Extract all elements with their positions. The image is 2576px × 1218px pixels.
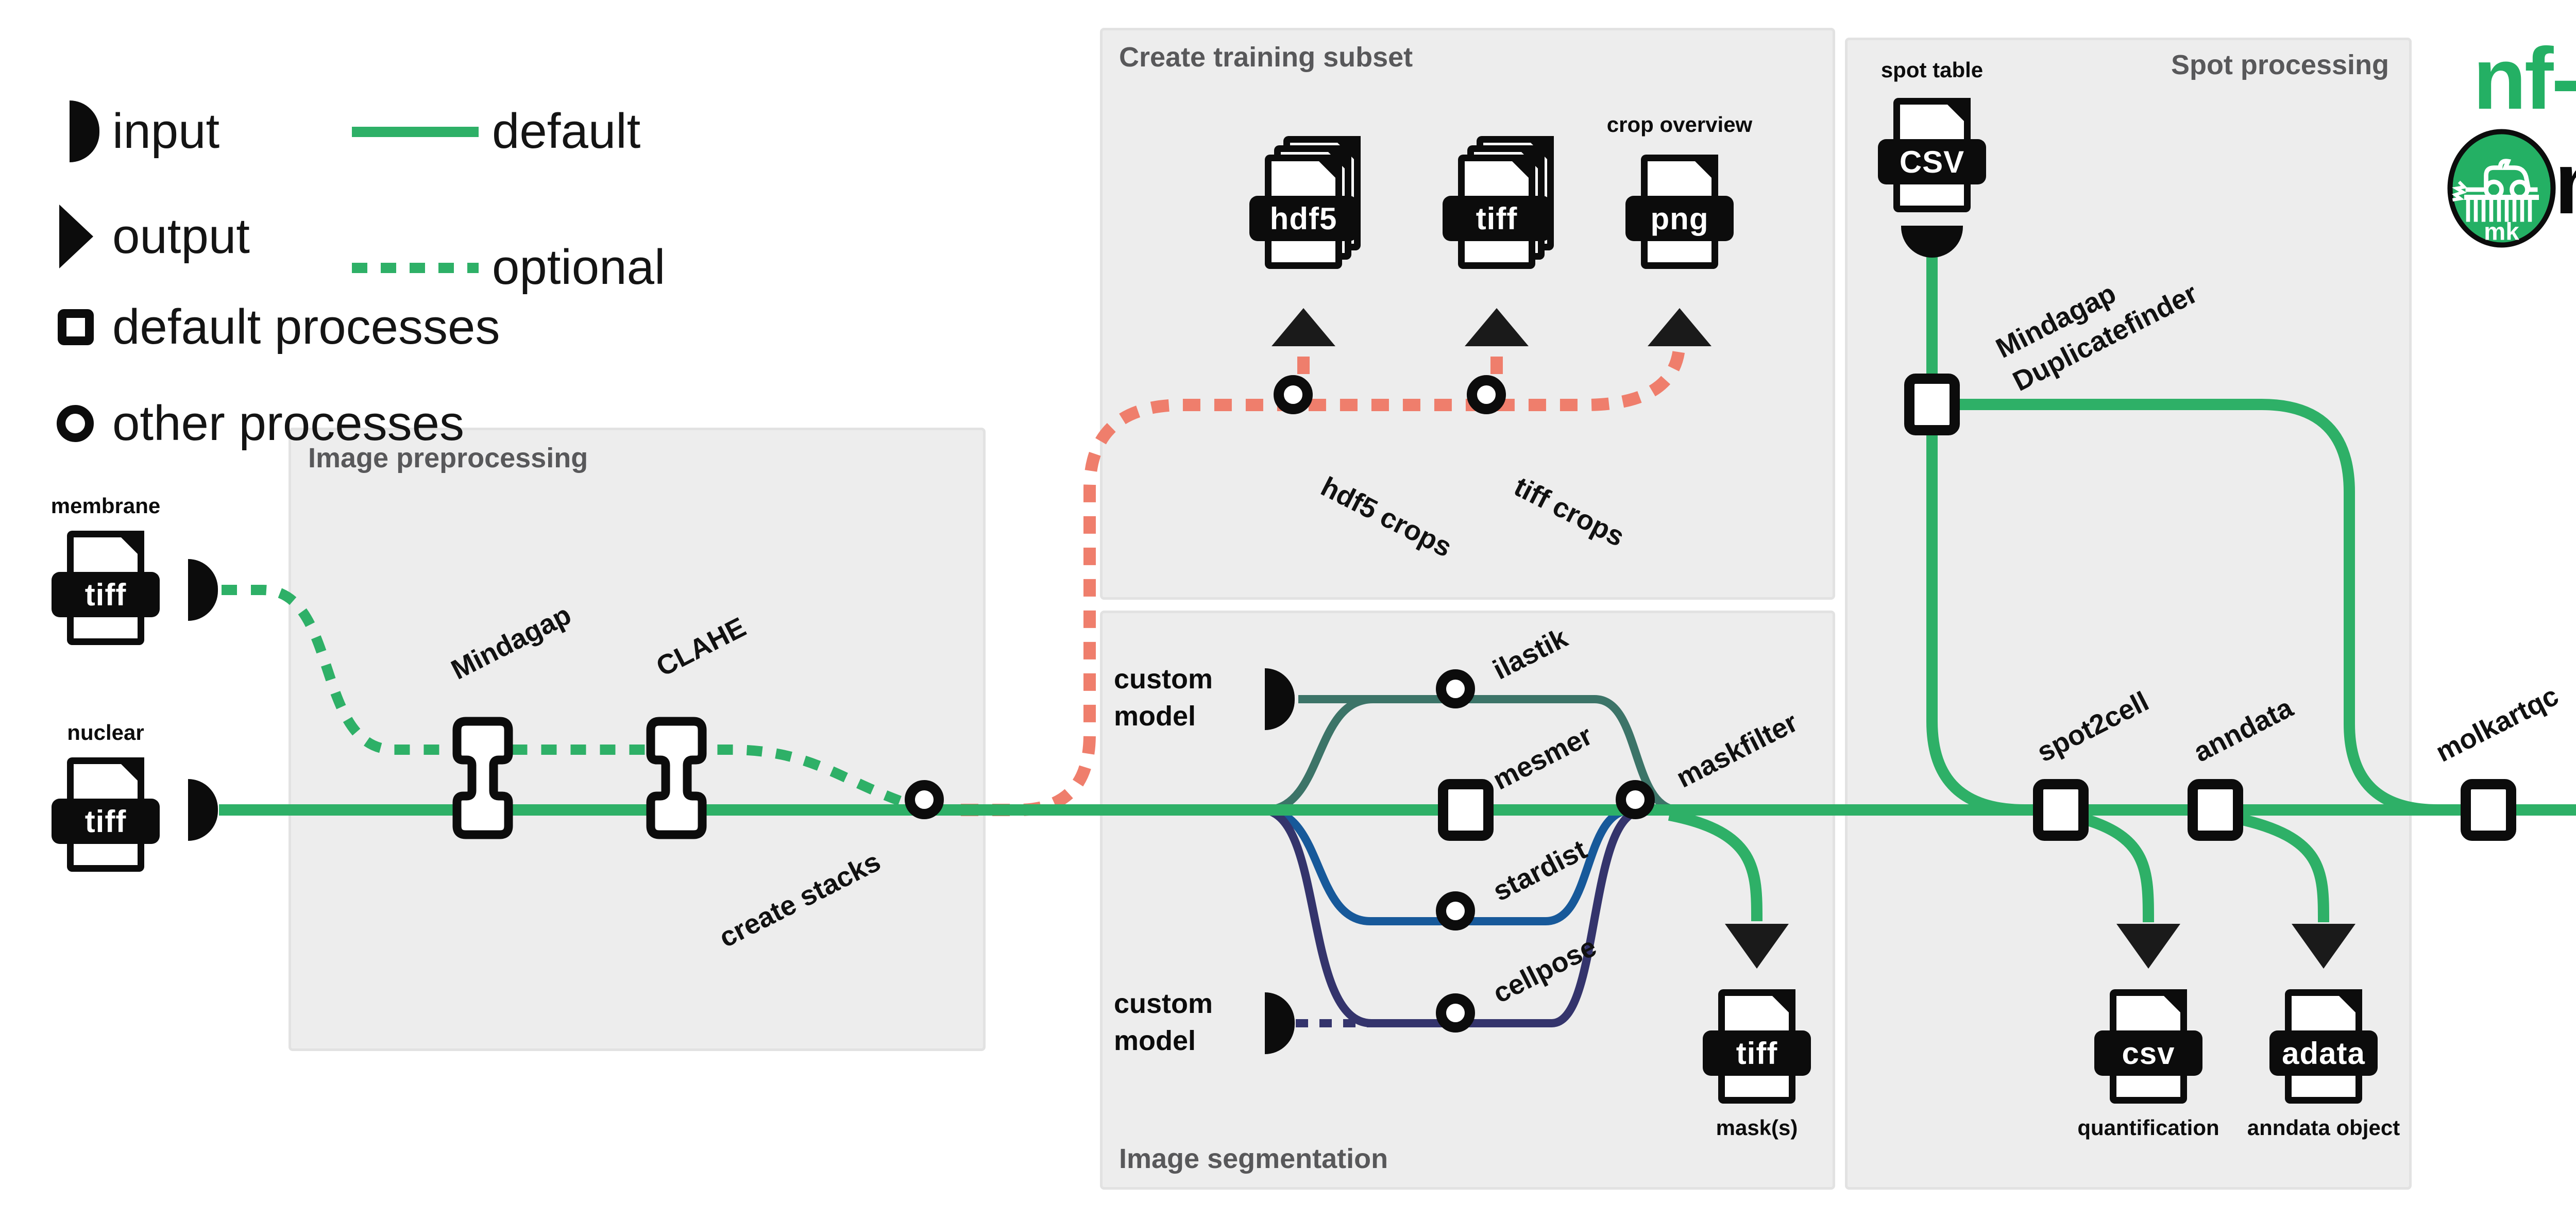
- hdf5-crops-file: hdf5: [1242, 136, 1365, 276]
- edge-maskfilter-output: [1668, 809, 1762, 922]
- arrow-quantification: [2116, 924, 2180, 969]
- process-duplicatefinder: [1904, 374, 1960, 435]
- legend-default-line: [352, 127, 479, 137]
- file-fold-icon: [114, 757, 144, 787]
- file-fold-icon: [1505, 155, 1535, 184]
- file-fold-icon: [1312, 155, 1342, 184]
- edge-membrane-optional: [222, 585, 910, 809]
- nf-core-prefix-green: nf-: [2473, 30, 2576, 128]
- process-anndata: [2188, 779, 2243, 841]
- file-format-banner: CSV: [1878, 139, 1986, 184]
- process-mindagap: [452, 717, 513, 839]
- legend-input-label: input: [112, 104, 220, 159]
- membrane-tiff-file: tiff: [44, 523, 167, 652]
- membrane-label: membrane: [50, 494, 161, 518]
- edge-cellpose-branch: [1262, 806, 1642, 1027]
- title-image-segmentation: Image segmentation: [1119, 1143, 1388, 1174]
- file-fold-icon: [1688, 155, 1718, 184]
- box-create-training-subset: [1100, 28, 1835, 600]
- process-ilastik: [1436, 669, 1475, 708]
- anndata-object-file: adata: [2262, 982, 2385, 1110]
- file-format-banner: tiff: [52, 799, 160, 844]
- file-fold-icon: [2157, 989, 2187, 1019]
- crop-overview-label: crop overview: [1606, 112, 1753, 137]
- edge-ilastik-riser: [1267, 695, 1374, 814]
- file-fold-icon: [2332, 989, 2362, 1019]
- edge-spot2cell-output: [2079, 813, 2154, 923]
- masks-tiff-file: tiff: [1695, 982, 1819, 1110]
- legend-default-processes-label: default processes: [112, 299, 500, 354]
- process-create-stacks: [905, 780, 944, 819]
- spot-table-label: spot table: [1880, 58, 1984, 82]
- quantification-label: quantification: [2077, 1115, 2219, 1140]
- legend-other-processes-label: other processes: [112, 396, 465, 451]
- file-format-banner: tiff: [52, 572, 160, 617]
- legend-optional-line: [352, 263, 479, 273]
- file-format-banner: csv: [2094, 1030, 2202, 1076]
- title-spot-processing: Spot processing: [2171, 49, 2389, 80]
- tiff-crops-file: tiff: [1435, 136, 1558, 276]
- process-stardist: [1436, 891, 1475, 931]
- edge-duplicatefinder-bypass: [1958, 399, 2438, 816]
- process-tiff-crops: [1467, 375, 1506, 414]
- file-fold-icon: [1941, 98, 1971, 128]
- legend-output-icon: [59, 205, 93, 268]
- box-image-preprocessing: [289, 428, 986, 1051]
- edge-ilastik-branch: [1298, 695, 1678, 814]
- title-create-training-subset: Create training subset: [1119, 42, 1413, 73]
- arrow-anndata-object: [2292, 924, 2355, 969]
- arrow-crop-overview: [1648, 308, 1711, 346]
- custom-model-bottom-label: custom model: [1114, 988, 1213, 1056]
- spot-table-csv-file: CSV: [1870, 90, 1994, 219]
- arrow-hdf5-crops: [1272, 308, 1335, 346]
- legend-other-process-icon: [57, 405, 94, 442]
- legend-default-process-icon: [58, 309, 94, 345]
- process-molkartqc: [2461, 779, 2516, 841]
- file-format-banner: adata: [2269, 1030, 2378, 1076]
- edge-anndata-output: [2234, 813, 2329, 923]
- file-fold-icon: [1766, 989, 1795, 1019]
- file-format-banner: png: [1625, 196, 1734, 241]
- crop-overview-png-file: png: [1618, 147, 1741, 276]
- masks-label: mask(s): [1716, 1115, 1798, 1140]
- process-mesmer: [1438, 779, 1494, 841]
- process-maskfilter: [1616, 780, 1655, 819]
- nuclear-label: nuclear: [67, 720, 144, 745]
- edge-create-training-subset: [961, 308, 1686, 816]
- process-spot2cell: [2033, 779, 2089, 841]
- molkart-wordmark: molkart: [2554, 133, 2576, 234]
- custom-model-top-label: custom model: [1114, 664, 1213, 732]
- legend-optional-line-label: optional: [492, 240, 666, 295]
- legend-default-line-label: default: [492, 104, 641, 159]
- file-format-banner: tiff: [1443, 196, 1551, 241]
- title-image-preprocessing: Image preprocessing: [308, 443, 588, 473]
- file-format-banner: tiff: [1703, 1030, 1811, 1076]
- process-hdf5-crops: [1274, 375, 1313, 414]
- edge-stardist-branch: [1266, 806, 1632, 925]
- process-clahe: [646, 717, 707, 839]
- mk-badge-icon: mk: [2447, 129, 2556, 248]
- svg-text:mk: mk: [2484, 218, 2519, 246]
- nuclear-tiff-file: tiff: [44, 750, 167, 878]
- quantification-csv-file: csv: [2087, 982, 2210, 1110]
- legend-output-label: output: [112, 209, 250, 264]
- anndata-object-label: anndata object: [2247, 1115, 2400, 1140]
- file-fold-icon: [114, 531, 144, 561]
- file-format-banner: hdf5: [1249, 196, 1358, 241]
- arrow-tiff-crops: [1465, 308, 1529, 346]
- nf-core-wordmark: nf-core/: [2473, 28, 2576, 129]
- process-cellpose: [1436, 993, 1475, 1033]
- arrow-masks: [1725, 924, 1789, 969]
- edge-duplicatefinder-down: [1926, 433, 2025, 816]
